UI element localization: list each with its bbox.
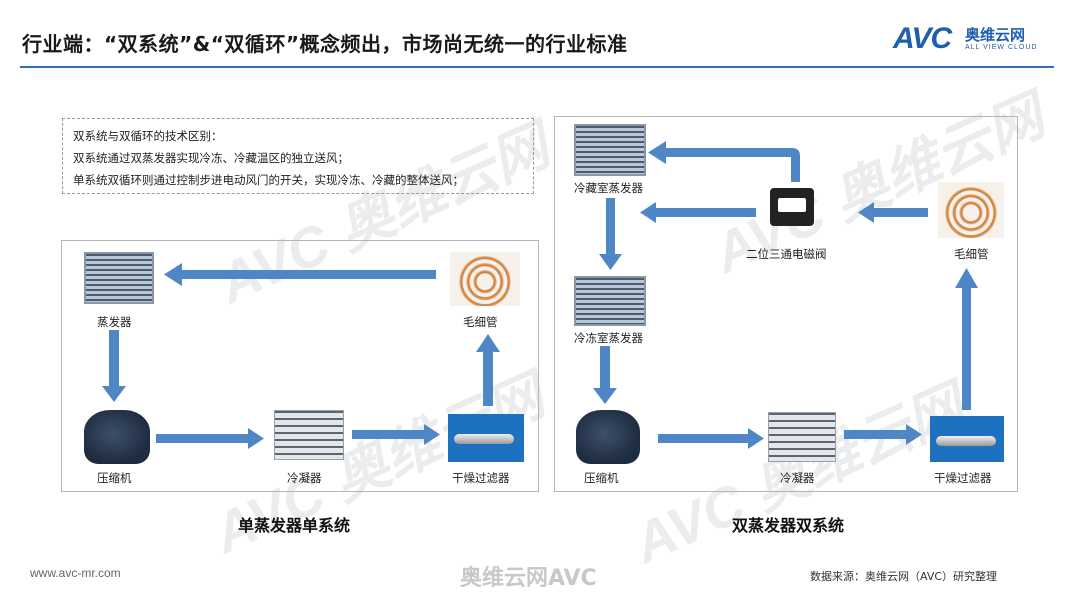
website-text: www.avc-mr.com bbox=[30, 566, 121, 580]
dual-capillary-label: 毛细管 bbox=[954, 247, 989, 261]
freezer-evaporator-image bbox=[574, 276, 646, 326]
dual-system-panel bbox=[554, 116, 1018, 492]
evaporator-image bbox=[84, 252, 154, 304]
solenoid-valve-label: 二位三通电磁阀 bbox=[746, 247, 827, 261]
arrow-freezer-evaporator-to-compressor bbox=[593, 346, 617, 404]
arrow-evaporator-to-compressor bbox=[102, 330, 126, 402]
header-divider bbox=[20, 66, 1054, 68]
dual-compressor-label: 压缩机 bbox=[584, 471, 619, 485]
solenoid-valve-image bbox=[770, 188, 814, 226]
compressor-image bbox=[84, 410, 150, 464]
arrow-valve-to-fridge-evaporator bbox=[648, 141, 800, 182]
capillary-image bbox=[450, 252, 520, 306]
arrow-capillary-to-evaporator bbox=[164, 263, 436, 286]
arrow-dual-compressor-to-condenser bbox=[658, 428, 764, 449]
dual-drier-filter-label: 干燥过滤器 bbox=[934, 471, 992, 485]
single-system-panel bbox=[61, 240, 539, 492]
arrow-valve-to-freezer-line bbox=[640, 202, 756, 223]
weibo-watermark: 奥维云网AVC bbox=[460, 566, 597, 591]
dual-condenser-image bbox=[768, 412, 836, 462]
fridge-evaporator-label: 冷藏室蒸发器 bbox=[574, 181, 643, 195]
condenser-label: 冷凝器 bbox=[287, 471, 322, 485]
single-system-caption: 单蒸发器单系统 bbox=[238, 516, 351, 535]
arrow-compressor-to-condenser bbox=[156, 428, 264, 449]
freezer-evaporator-label: 冷冻室蒸发器 bbox=[574, 331, 643, 345]
note-line: 双系统与双循环的技术区别： bbox=[73, 129, 223, 143]
drier-filter-label: 干燥过滤器 bbox=[452, 471, 510, 485]
data-source: 数据来源：奥维云网（AVC）研究整理 bbox=[810, 570, 998, 583]
arrow-condenser-to-filter bbox=[352, 424, 440, 445]
dual-drier-filter-image bbox=[930, 416, 1004, 462]
compressor-label: 压缩机 bbox=[97, 471, 132, 485]
dual-system-caption: 双蒸发器双系统 bbox=[732, 516, 845, 535]
arrow-dual-condenser-to-filter bbox=[844, 424, 922, 445]
evaporator-label: 蒸发器 bbox=[97, 315, 132, 329]
condenser-image bbox=[274, 410, 344, 460]
logo-cn-text: 奥维云网 bbox=[965, 26, 1026, 44]
arrow-down-to-freezer-evaporator bbox=[599, 198, 622, 270]
capillary-label: 毛细管 bbox=[463, 315, 498, 329]
note-line: 单系统双循环则通过控制步进电动风门的开关，实现冷冻、冷藏的整体送风； bbox=[73, 173, 464, 187]
dual-compressor-image bbox=[576, 410, 640, 464]
avc-logo: AVC 奥维云网 ALL VIEW CLOUD bbox=[893, 22, 1053, 60]
note-line: 双系统通过双蒸发器实现冷冻、冷藏温区的独立送风； bbox=[73, 151, 349, 165]
drier-filter-image bbox=[448, 414, 524, 462]
logo-en-text: ALL VIEW CLOUD bbox=[965, 44, 1038, 51]
page-title: 行业端：“双系统”&“双循环”概念频出，市场尚无统一的行业标准 bbox=[22, 32, 628, 56]
fridge-evaporator-image bbox=[574, 124, 646, 176]
logo-avc-text: AVC bbox=[893, 22, 952, 55]
technical-difference-note: 双系统与双循环的技术区别： 双系统通过双蒸发器实现冷冻、冷藏温区的独立送风； 单… bbox=[62, 118, 534, 194]
arrow-filter-to-dual-capillary bbox=[955, 268, 978, 410]
arrow-filter-to-capillary bbox=[476, 334, 500, 406]
arrow-capillary-to-valve bbox=[858, 202, 928, 223]
dual-condenser-label: 冷凝器 bbox=[780, 471, 815, 485]
dual-capillary-image bbox=[938, 182, 1004, 238]
